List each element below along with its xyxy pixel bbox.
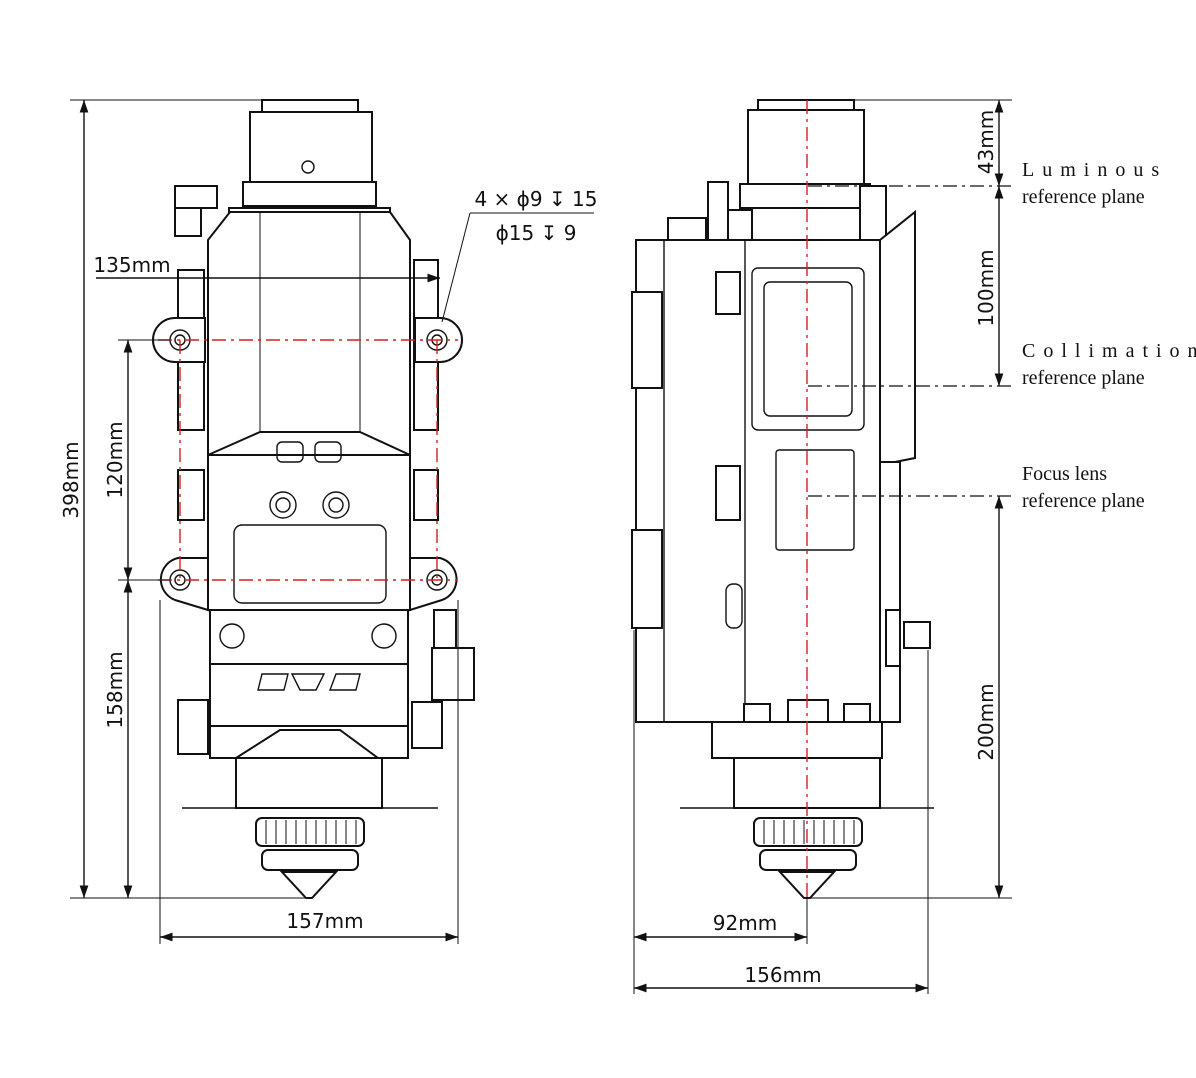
side-knob-plate (885, 609, 901, 667)
front-right-clamp (413, 469, 439, 521)
side-fitting-lower (715, 465, 741, 521)
dim-43: 43mm (974, 110, 998, 174)
front-left-fitting-nut (174, 207, 202, 237)
front-top-cylinder (249, 111, 373, 183)
front-left-lower-fitting (177, 699, 209, 755)
dim-120: 120mm (103, 421, 127, 498)
dim-158: 158mm (103, 651, 127, 728)
front-nozzle-ring (261, 849, 359, 871)
side-nozzle-ring (759, 849, 857, 871)
front-top-cap (261, 99, 359, 113)
luminous-label-2: reference plane (1022, 186, 1145, 208)
dim-100: 100mm (974, 249, 998, 326)
front-lower-band (209, 609, 409, 665)
dim-156: 156mm (744, 963, 821, 987)
side-left-boss-lower (631, 529, 663, 629)
side-knob (903, 621, 931, 649)
side-knurl-ring (753, 817, 863, 847)
side-top-connector (667, 217, 707, 241)
front-upper-housing (207, 211, 411, 457)
front-middle-housing (207, 454, 411, 611)
side-top-fitting-right (859, 185, 887, 241)
side-left-boss-upper (631, 291, 663, 389)
dim-135: 135mm (93, 253, 170, 277)
hole-spec-line1: 4 × ϕ9 ↧ 15 (474, 187, 597, 211)
side-top-cap (757, 99, 855, 111)
front-cover-plate (233, 524, 387, 604)
side-top-cylinder (747, 109, 865, 185)
front-knurl-ring (255, 817, 365, 847)
front-top-collar (242, 181, 377, 207)
side-bottom-band (711, 721, 883, 759)
front-right-lower-fitting (411, 701, 443, 749)
focus-label-1: Focus lens (1022, 463, 1107, 485)
dim-92: 92mm (713, 911, 777, 935)
front-right-gas-fitting (433, 609, 457, 649)
hole-spec-line2: ϕ15 ↧ 9 (496, 221, 577, 245)
front-ear-bottom-left (159, 557, 209, 612)
front-dimensions: 398mm 120mm 158mm 135mm 157mm 4 × ϕ9 ↧ 1… (59, 99, 598, 944)
side-top-collar (739, 183, 871, 209)
dim-157: 157mm (286, 909, 363, 933)
side-dimensions: 43mm 100mm 200mm 92mm 156mm Luminous ref… (633, 99, 1196, 994)
dim-200: 200mm (974, 683, 998, 760)
collimation-label-2: reference plane (1022, 367, 1145, 389)
front-top-screw (301, 160, 315, 174)
side-window-outer (751, 267, 865, 431)
front-nozzle-body (235, 757, 383, 809)
side-main-housing (635, 239, 881, 723)
side-right-flange (879, 209, 916, 463)
side-right-rail (879, 461, 901, 723)
focus-label-2: reference plane (1022, 490, 1145, 512)
side-top-fitting-left (727, 209, 753, 241)
side-fitting-upper (715, 271, 741, 315)
front-view (152, 99, 475, 899)
front-left-clamp (177, 469, 205, 521)
side-view (631, 99, 934, 899)
front-left-fitting (174, 185, 218, 209)
luminous-label-1: Luminous (1022, 159, 1167, 181)
side-window-inner (763, 281, 853, 417)
side-plate (775, 449, 855, 551)
dim-398: 398mm (59, 441, 83, 518)
side-top-left-post (707, 181, 729, 241)
front-right-valve (431, 647, 475, 701)
front-bottom-chamfer (209, 725, 409, 759)
front-nozzle-tip (279, 871, 339, 899)
collimation-label-1: Collimation (1022, 340, 1196, 362)
